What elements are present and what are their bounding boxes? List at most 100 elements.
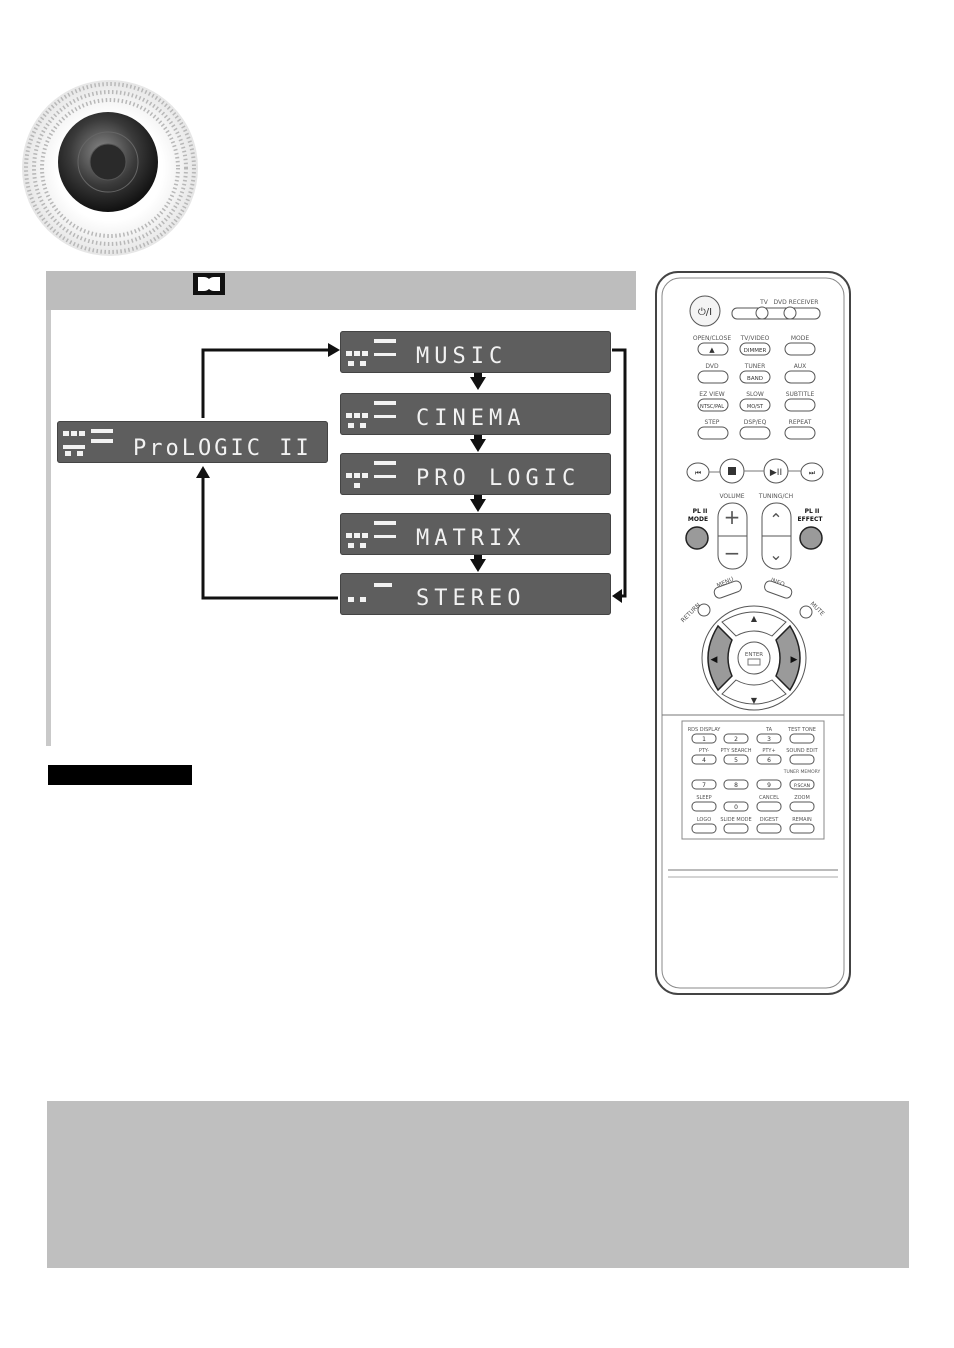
speaker-layout-icon bbox=[346, 401, 396, 428]
enter-button[interactable] bbox=[737, 641, 771, 675]
nav-up-button[interactable] bbox=[721, 611, 787, 637]
digest-button[interactable] bbox=[756, 823, 782, 834]
step-button[interactable] bbox=[697, 426, 729, 440]
svg-text:▶II: ▶II bbox=[770, 468, 782, 478]
slide-mode-button[interactable] bbox=[723, 823, 749, 834]
num-7-button[interactable] bbox=[691, 779, 717, 790]
num-9-button[interactable] bbox=[756, 779, 782, 790]
dvd-button[interactable] bbox=[697, 370, 729, 384]
num-1-button[interactable] bbox=[691, 733, 717, 744]
volume-label: VOLUME bbox=[719, 493, 744, 500]
logo-label: LOGO bbox=[697, 817, 711, 823]
sleep-button[interactable] bbox=[691, 801, 717, 812]
num-7-label: 7 bbox=[702, 782, 706, 789]
svg-text:⏭: ⏭ bbox=[809, 469, 816, 477]
nav-left-button[interactable] bbox=[707, 624, 733, 692]
enter-label: ENTER bbox=[745, 652, 763, 658]
test-tone-button[interactable] bbox=[789, 733, 815, 744]
speaker-layout-icon bbox=[346, 521, 396, 548]
num-3-button[interactable] bbox=[756, 733, 782, 744]
sound-edit-label: SOUND EDIT bbox=[786, 748, 818, 754]
lcd-text: ProLOGIC II bbox=[133, 436, 312, 461]
repeat-button[interactable] bbox=[784, 426, 816, 440]
dolby-logo-icon bbox=[193, 273, 225, 295]
dimmer-label: DIMMER bbox=[744, 348, 767, 354]
return-button[interactable] bbox=[697, 603, 711, 617]
lcd-mode-cinema: CINEMA bbox=[340, 393, 611, 435]
cancel-button[interactable] bbox=[756, 801, 782, 812]
lcd-mode-matrix: MATRIX bbox=[340, 513, 611, 555]
num-6-button[interactable] bbox=[756, 754, 782, 765]
slide-mode-label: SLIDE MODE bbox=[720, 817, 751, 823]
lcd-text: STEREO bbox=[416, 586, 526, 611]
transport-controls: ⏮ ▶II ⏭ bbox=[686, 458, 824, 484]
dvd-label: DVD bbox=[705, 363, 719, 370]
mo-st-label: MO/ST bbox=[747, 404, 764, 410]
sound-edit-button[interactable] bbox=[789, 754, 815, 765]
speaker-layout-icon bbox=[346, 339, 396, 366]
pl2-mode-button[interactable] bbox=[685, 526, 709, 550]
num-0-label: 0 bbox=[734, 804, 738, 811]
mode-button[interactable] bbox=[784, 342, 816, 356]
navigation-pad: ▲ ▼ ◀ ▶ ENTER bbox=[701, 605, 807, 711]
num-8-button[interactable] bbox=[723, 779, 749, 790]
lcd-text: MATRIX bbox=[416, 526, 526, 551]
volume-down-button[interactable]: − bbox=[724, 541, 741, 565]
subtitle-label: SUBTITLE bbox=[786, 391, 815, 398]
dsp-eq-button[interactable] bbox=[739, 426, 771, 440]
lcd-mode-pro-logic: PRO LOGIC bbox=[340, 453, 611, 495]
function-row-1: OPEN/CLOSE TV/VIDEO MODE ▲ DIMMER bbox=[693, 335, 816, 356]
bottom-note-panel bbox=[47, 1101, 909, 1268]
cancel-label: CANCEL bbox=[759, 795, 779, 801]
pl2-effect-label-top: PL II bbox=[805, 508, 820, 515]
num-4-button[interactable] bbox=[691, 754, 717, 765]
tuning-up-button[interactable]: ⌃ bbox=[769, 510, 782, 529]
zoom-label: ZOOM bbox=[794, 795, 810, 801]
logo-button[interactable] bbox=[691, 823, 717, 834]
dimmer-button[interactable] bbox=[739, 342, 771, 356]
skip-forward-button[interactable] bbox=[800, 462, 824, 482]
aux-label: AUX bbox=[794, 363, 807, 370]
pl2-effect-button[interactable] bbox=[799, 526, 823, 550]
ez-view-button[interactable] bbox=[697, 398, 729, 412]
num-2-label: 2 bbox=[734, 736, 738, 743]
aux-button[interactable] bbox=[784, 370, 816, 384]
svg-text:▲: ▲ bbox=[751, 614, 758, 623]
pty-search-label: PTY SEARCH bbox=[721, 748, 752, 754]
tuning-down-button[interactable]: ⌄ bbox=[769, 545, 782, 564]
svg-text:▲: ▲ bbox=[709, 346, 715, 354]
tuner-memory-button[interactable] bbox=[789, 779, 815, 790]
tuner-memory-label: TUNER MEMORY bbox=[783, 769, 821, 775]
remote-control-illustration: ⏻/I TV DVD RECEIVER OPEN/CLOSE TV/VIDEO … bbox=[655, 271, 851, 995]
svg-text:◀: ◀ bbox=[711, 655, 718, 665]
ez-view-label: EZ VIEW bbox=[699, 391, 724, 398]
info-button[interactable] bbox=[763, 580, 793, 600]
lcd-mode-stereo: STEREO bbox=[340, 573, 611, 615]
function-row-3: EZ VIEW SLOW SUBTITLE NTSC/PAL MO/ST bbox=[697, 391, 816, 412]
function-row-2: DVD TUNER AUX BAND bbox=[697, 363, 816, 384]
pty-plus-label: PTY+ bbox=[762, 748, 775, 754]
subtitle-button[interactable] bbox=[784, 398, 816, 412]
num-3-label: 3 bbox=[767, 736, 771, 743]
nav-down-button[interactable] bbox=[721, 679, 787, 705]
dsp-eq-label: DSP/EQ bbox=[744, 419, 767, 426]
num-5-button[interactable] bbox=[723, 754, 749, 765]
num-2-button[interactable] bbox=[723, 733, 749, 744]
remain-label: REMAIN bbox=[792, 817, 812, 823]
remain-button[interactable] bbox=[789, 823, 815, 834]
nav-right-button[interactable] bbox=[775, 624, 801, 692]
tuning-ch-label: TUNING/CH bbox=[758, 493, 793, 500]
lcd-text: PRO LOGIC bbox=[416, 466, 581, 491]
slow-button[interactable] bbox=[739, 398, 771, 412]
zoom-button[interactable] bbox=[789, 801, 815, 812]
menu-button[interactable] bbox=[713, 580, 743, 600]
open-close-button[interactable] bbox=[697, 342, 729, 356]
num-9-label: 9 bbox=[767, 782, 771, 789]
mute-button[interactable] bbox=[799, 605, 813, 619]
band-button[interactable] bbox=[739, 370, 771, 384]
power-button[interactable]: ⏻/I bbox=[689, 295, 721, 327]
rds-display-label: RDS DISPLAY bbox=[688, 727, 722, 733]
num-0-button[interactable] bbox=[723, 801, 749, 812]
volume-up-button[interactable]: + bbox=[724, 505, 741, 529]
svg-text:⏻/I: ⏻/I bbox=[698, 307, 712, 318]
